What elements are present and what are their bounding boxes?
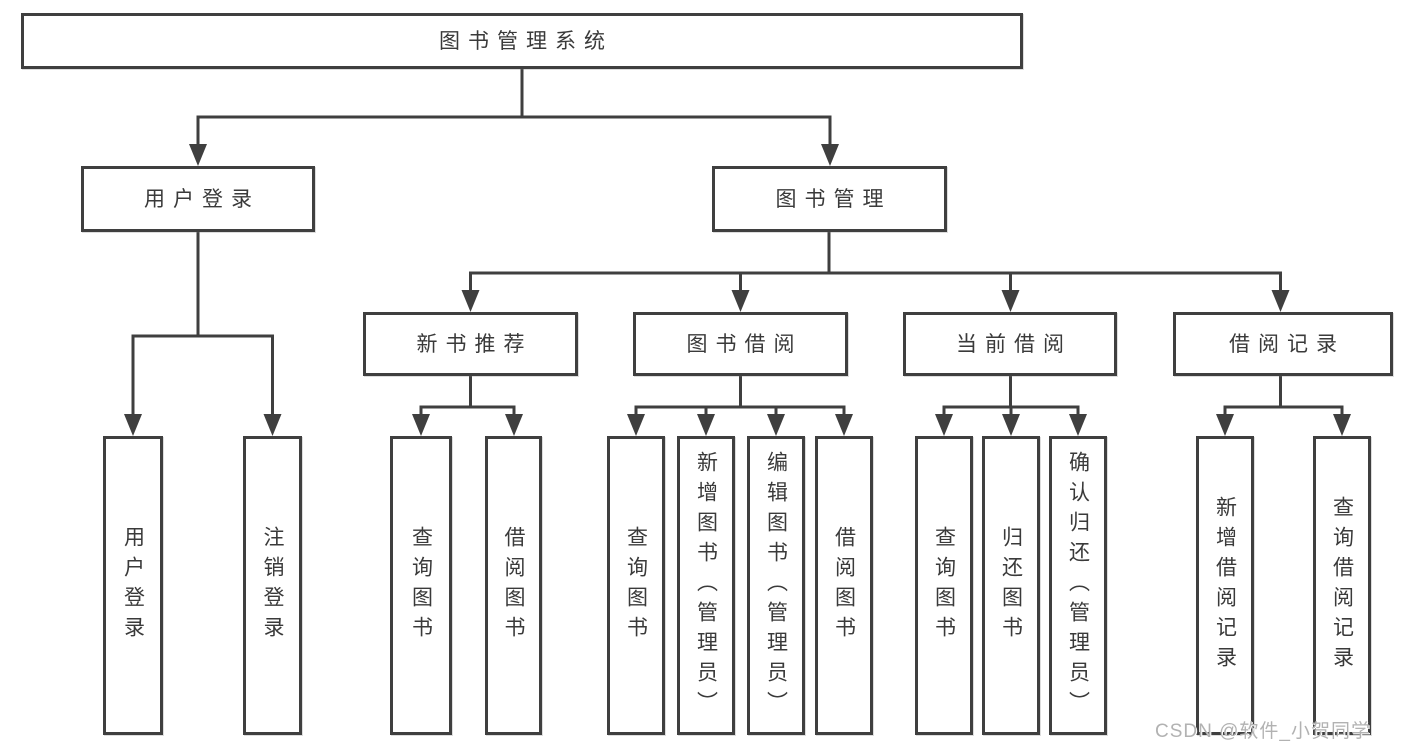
node-user-login: 用户登录 [81, 166, 315, 232]
arrowhead-current-borrow [1001, 290, 1020, 312]
leaf-query-books-3: 查询图书 [915, 436, 973, 735]
leaf-confirm-return-admin-label: 确认归还（管理员） [1066, 450, 1090, 721]
node-book-borrow: 图书借阅 [633, 312, 848, 376]
node-root: 图书管理系统 [21, 13, 1023, 69]
node-current-borrow: 当前借阅 [903, 312, 1117, 376]
leaf-query-books-1-label: 查询图书 [409, 525, 433, 646]
leaf-borrow-books-2: 借阅图书 [815, 436, 873, 735]
leaf-add-book-admin-label: 新增图书（管理员） [694, 450, 718, 721]
node-book-borrow-label: 图书借阅 [686, 332, 803, 356]
leaf-query-borrow-record: 查询借阅记录 [1313, 436, 1371, 735]
node-book-management: 图书管理 [712, 166, 947, 232]
node-current-borrow-label: 当前借阅 [956, 332, 1072, 356]
arrowhead-leaf-3 [412, 414, 430, 436]
leaf-return-book-label: 归还图书 [999, 525, 1023, 646]
arrowhead-leaf-12 [1216, 414, 1234, 436]
leaf-logout: 注销登录 [243, 436, 302, 735]
leaf-user-login-label: 用户登录 [121, 525, 145, 646]
arrowhead-leaf-2 [263, 414, 282, 436]
leaf-edit-book-admin-label: 编辑图书（管理员） [764, 450, 788, 721]
arrowhead-borrow-records [1271, 290, 1290, 312]
arrowhead-leaf-4 [505, 414, 523, 436]
leaf-add-borrow-record-label: 新增借阅记录 [1213, 495, 1237, 676]
leaf-query-borrow-record-label: 查询借阅记录 [1330, 495, 1354, 676]
arrowhead-leaf-5 [627, 414, 645, 436]
node-root-label: 图书管理系统 [439, 29, 613, 53]
node-book-management-label: 图书管理 [775, 187, 892, 211]
leaf-query-books-2-label: 查询图书 [624, 525, 648, 646]
node-user-login-label: 用户登录 [144, 187, 260, 211]
leaf-logout-label: 注销登录 [261, 525, 284, 646]
arrowhead-book-management [821, 144, 839, 166]
leaf-borrow-books-1: 借阅图书 [485, 436, 542, 735]
arrowhead-leaf-11 [1069, 414, 1087, 436]
leaf-add-book-admin: 新增图书（管理员） [677, 436, 735, 735]
leaf-query-books-2: 查询图书 [607, 436, 665, 735]
leaf-confirm-return-admin: 确认归还（管理员） [1049, 436, 1107, 735]
leaf-edit-book-admin: 编辑图书（管理员） [747, 436, 805, 735]
leaf-user-login: 用户登录 [103, 436, 163, 735]
arrowhead-book-borrow [731, 290, 750, 312]
leaf-borrow-books-1-label: 借阅图书 [502, 525, 525, 646]
arrowhead-new-book-recommend [461, 290, 480, 312]
arrowhead-leaf-8 [835, 414, 853, 436]
arrowhead-leaf-1 [124, 414, 142, 436]
node-borrow-records-label: 借阅记录 [1229, 332, 1345, 356]
arrowhead-leaf-13 [1333, 414, 1351, 436]
node-borrow-records: 借阅记录 [1173, 312, 1393, 376]
leaf-query-books-3-label: 查询图书 [932, 525, 956, 646]
arrowhead-leaf-6 [697, 414, 715, 436]
node-new-book-recommend: 新书推荐 [363, 312, 578, 376]
arrowhead-user-login [189, 144, 207, 166]
leaf-return-book: 归还图书 [982, 436, 1040, 735]
leaf-query-books-1: 查询图书 [390, 436, 452, 735]
leaf-borrow-books-2-label: 借阅图书 [832, 525, 856, 646]
arrowhead-leaf-9 [935, 414, 953, 436]
node-new-book-recommend-label: 新书推荐 [416, 332, 533, 356]
watermark-text: CSDN @软件_小贺同学 [1155, 721, 1371, 742]
leaf-add-borrow-record: 新增借阅记录 [1196, 436, 1254, 735]
arrowhead-leaf-10 [1002, 414, 1020, 436]
arrowhead-leaf-7 [767, 414, 785, 436]
